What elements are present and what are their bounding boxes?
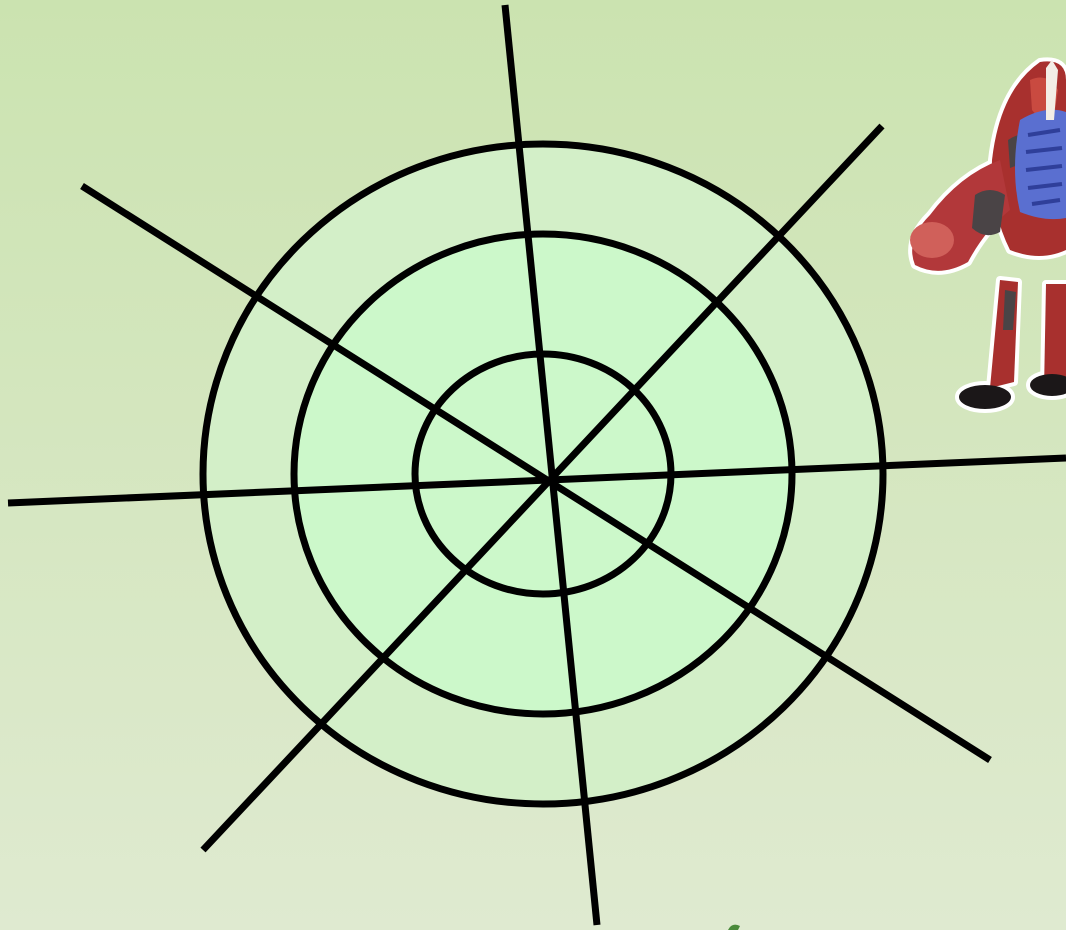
red-robot-creature-icon[interactable]: [910, 60, 1066, 409]
grass-sprout-icon: [728, 925, 740, 930]
